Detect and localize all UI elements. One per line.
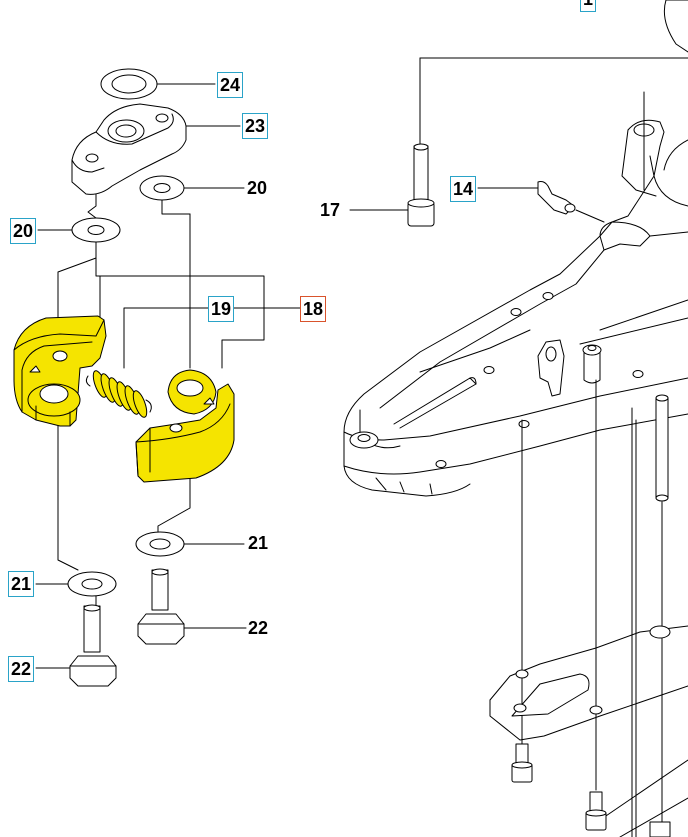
washer-20-left[interactable] [37, 217, 121, 243]
callout-21-right[interactable]: 21 [248, 533, 269, 553]
washer-20-right[interactable] [139, 175, 245, 201]
callout-18[interactable]: 18 [300, 296, 327, 322]
callout-22-left[interactable]: 22 [8, 656, 35, 682]
callout-top-partial[interactable]: 1 [580, 0, 597, 12]
shoulder-bolt-22-left[interactable] [35, 604, 117, 687]
grease-fitting-14[interactable] [477, 181, 605, 223]
washer-21-right[interactable] [135, 531, 245, 557]
clutch-bracket-23[interactable] [71, 103, 241, 195]
washer-24[interactable] [100, 68, 216, 100]
lower-leader-lines [521, 379, 663, 837]
screw-bottom-left[interactable] [511, 743, 533, 783]
callout-22-right[interactable]: 22 [248, 618, 269, 638]
callout-20-right[interactable]: 20 [247, 178, 268, 198]
callout-21-left[interactable]: 21 [8, 571, 35, 597]
socket-bolt-17[interactable] [349, 57, 688, 227]
frame-pin[interactable] [655, 394, 669, 502]
screw-bottom-right[interactable] [585, 791, 607, 831]
gear-housing [599, 0, 688, 237]
clutch-arm-frame [343, 221, 688, 497]
callout-17[interactable]: 17 [320, 200, 341, 220]
clutch-spring[interactable] [85, 369, 152, 419]
callout-24[interactable]: 24 [217, 72, 244, 98]
mounting-plate [489, 625, 688, 837]
callout-23[interactable]: 23 [242, 113, 269, 139]
callout-20-left[interactable]: 20 [10, 218, 37, 244]
washer-21-left[interactable] [35, 571, 117, 597]
clutch-shoe-left-highlighted[interactable] [13, 315, 107, 427]
shoulder-bolt-22-right[interactable] [137, 568, 247, 645]
callout-19[interactable]: 19 [208, 296, 235, 322]
clutch-shoe-right-highlighted[interactable] [135, 369, 235, 483]
callout-14[interactable]: 14 [450, 176, 477, 202]
